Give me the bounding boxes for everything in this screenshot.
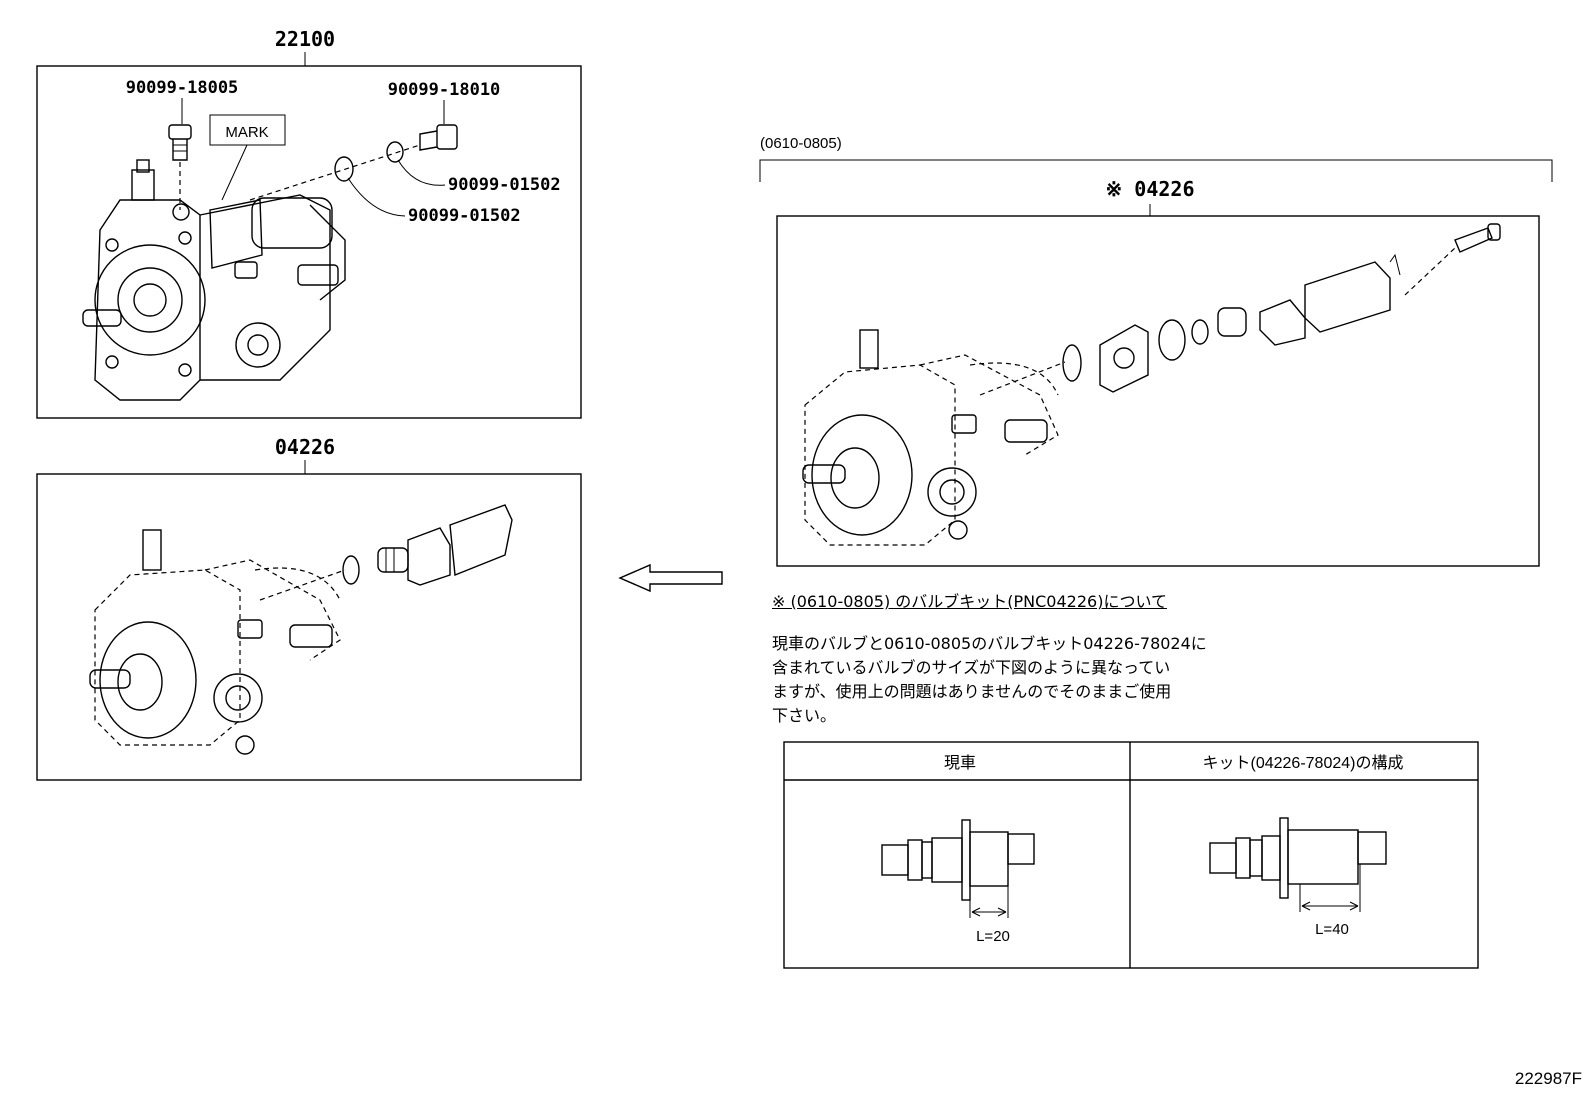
callout-bolt: 90099-18010 <box>388 80 501 100</box>
callout-gasket-outer: 90099-01502 <box>448 175 561 195</box>
o-ring-icon <box>1062 344 1082 382</box>
assembly-04226: 04226 <box>36 435 582 781</box>
valve-box <box>36 473 582 781</box>
note-line: 現車のバルブと0610-0805のバルブキット04226-78024に <box>772 634 1207 653</box>
bolt-icon <box>419 124 458 151</box>
note-title: ※ (0610-0805) のバルブキット(PNC04226)について <box>772 592 1167 611</box>
assembly-22100: 22100 90099-18005 90099-18010 MARK 90099… <box>36 27 582 419</box>
note-line: 下さい。 <box>772 706 837 725</box>
fuel-pump-icon <box>82 159 346 401</box>
gasket-ring-icon <box>334 156 354 182</box>
table-header-kit: キット(04226-78024)の構成 <box>1203 754 1404 772</box>
note-line: 含まれているバルブのサイズが下図のように異なってい <box>772 658 1171 677</box>
part-number-04226: 04226 <box>275 435 335 459</box>
part-number-22100: 22100 <box>275 27 335 51</box>
callout-mark: MARK <box>225 124 268 141</box>
o-ring-icon <box>1191 319 1209 345</box>
kit-box <box>776 215 1540 567</box>
kit-part-label: ※ 04226 <box>1105 177 1194 201</box>
o-ring-icon <box>342 555 360 585</box>
o-ring-icon <box>1158 319 1186 361</box>
callout-plug: 90099-18005 <box>126 78 239 98</box>
note-line: ますが、使用上の問題はありませんのでそのままご使用 <box>772 682 1172 701</box>
figure-id: 222987F <box>1515 1069 1582 1088</box>
table-header-current: 現車 <box>944 754 976 772</box>
bolt-icon <box>1454 223 1501 253</box>
kit-period: (0610-0805) <box>760 135 842 152</box>
solenoid-valve-icon <box>377 504 513 586</box>
arrow-left-icon <box>618 563 723 593</box>
solenoid-valve-icon <box>1217 253 1401 346</box>
kit-section: (0610-0805) ※ 04226 <box>759 135 1553 567</box>
current-valve-icon <box>881 819 1035 901</box>
note-body: 現車のバルブと0610-0805のバルブキット04226-78024に 含まれて… <box>772 632 1292 728</box>
flange-plate-icon <box>1099 324 1149 393</box>
callout-gasket-inner: 90099-01502 <box>408 206 521 226</box>
gasket-ring-icon <box>386 141 404 163</box>
fuel-pump-icon <box>89 529 341 755</box>
comparison-table: 現車 キット(04226-78024)の構成 L=20 <box>783 741 1479 969</box>
assembly-box <box>36 65 582 419</box>
kit-valve-icon <box>1209 817 1387 899</box>
fuel-pump-icon <box>802 329 1059 546</box>
dimension-kit: L=40 <box>1315 921 1349 938</box>
dimension-current: L=20 <box>976 928 1010 945</box>
plug-icon <box>168 124 192 161</box>
